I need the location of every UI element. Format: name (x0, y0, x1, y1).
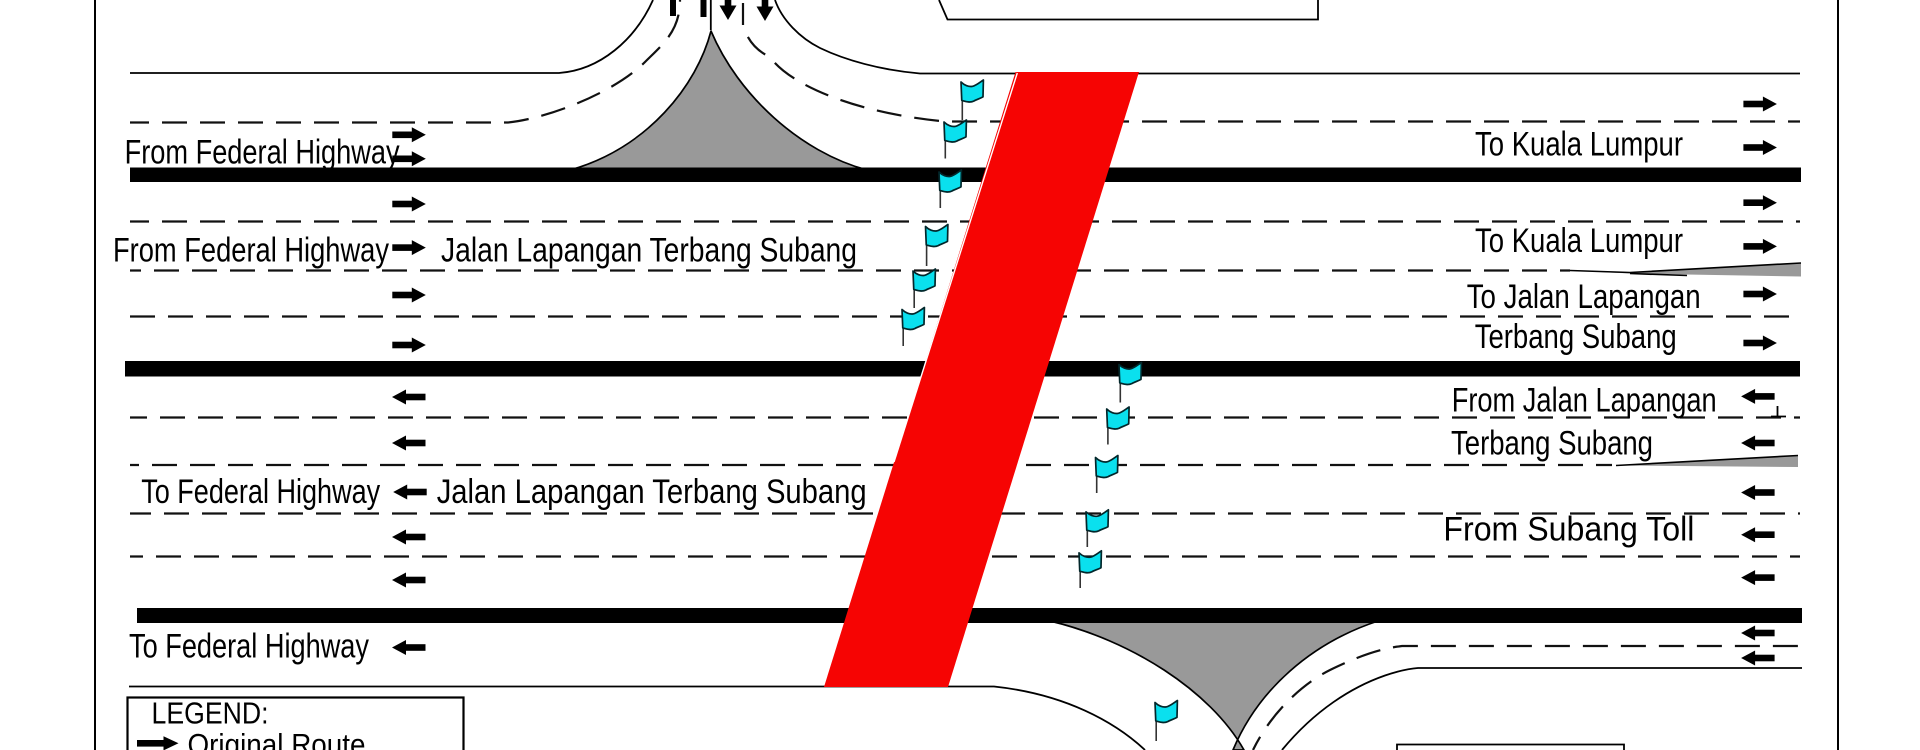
svg-text:Terbang Subang: Terbang Subang (1475, 318, 1677, 356)
svg-text:From Jalan Lapangan: From Jalan Lapangan (1452, 382, 1717, 420)
svg-text:Jalan Lapangan Terbang Subang: Jalan Lapangan Terbang Subang (437, 473, 867, 511)
svg-text:To Federal Highway: To Federal Highway (141, 473, 380, 511)
svg-text:Jalan Lapangan Terbang Subang: Jalan Lapangan Terbang Subang (441, 231, 857, 269)
svg-text:To Kuala Lumpur: To Kuala Lumpur (1475, 126, 1683, 164)
svg-text:Original Route: Original Route (188, 727, 366, 750)
svg-text:To Federal Highway: To Federal Highway (129, 627, 369, 665)
svg-text:To Jalan Lapangan: To Jalan Lapangan (1467, 278, 1701, 316)
svg-text:LEGEND:: LEGEND: (152, 696, 269, 731)
svg-text:Terbang Subang: Terbang Subang (1451, 425, 1653, 463)
svg-text:From Subang Toll: From Subang Toll (1443, 511, 1694, 549)
svg-text:From Federal Highway: From Federal Highway (125, 133, 400, 171)
svg-text:From Federal Highway: From Federal Highway (113, 231, 389, 269)
svg-text:To Kuala Lumpur: To Kuala Lumpur (1475, 222, 1683, 260)
